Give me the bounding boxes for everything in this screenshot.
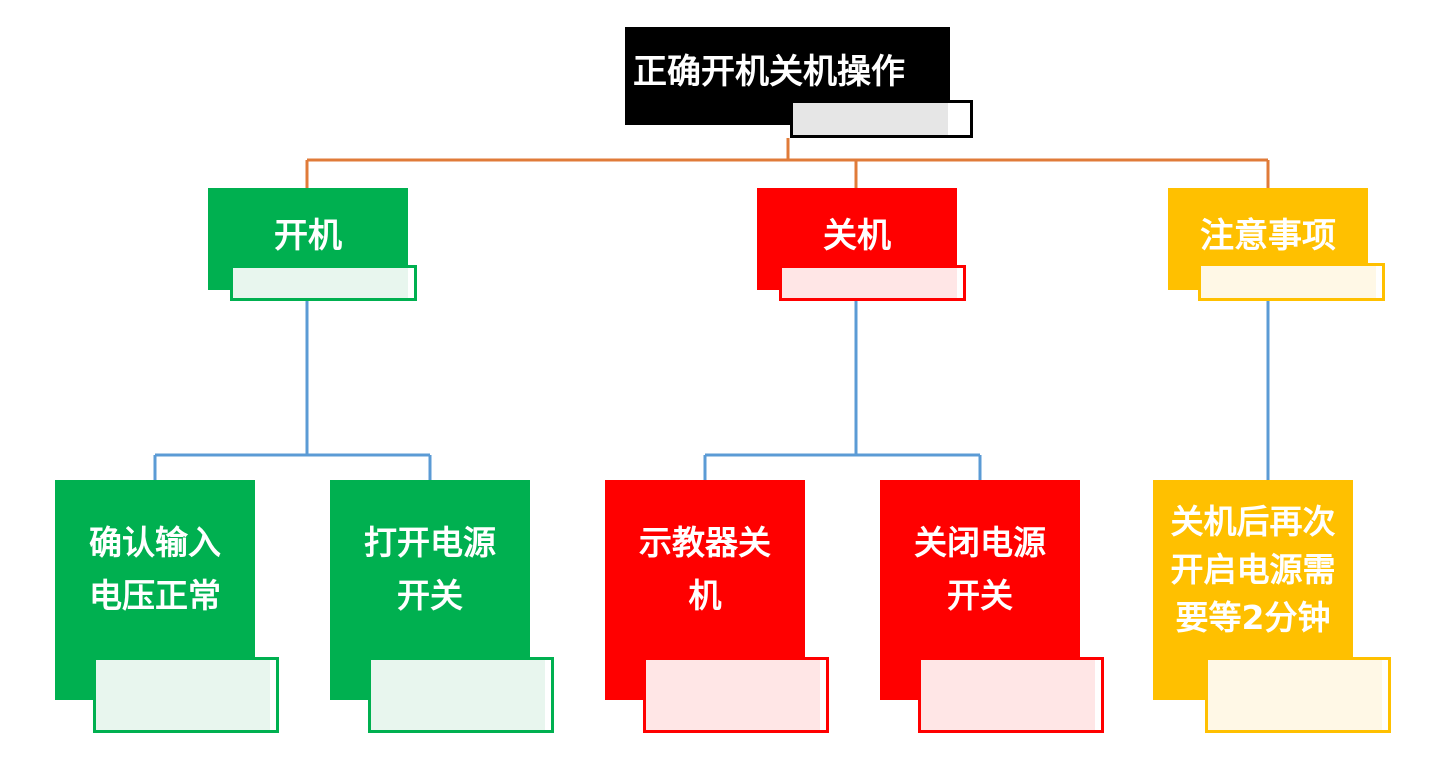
power-on-label: 开机 (274, 215, 342, 256)
power-on-label-plate (230, 265, 417, 301)
notes-label: 注意事项 (1200, 215, 1336, 256)
root-label-plate (790, 100, 973, 138)
power-on-step-1-label-plate (93, 657, 279, 733)
power-off-step-1-label-plate (643, 657, 829, 733)
root-label: 正确开机关机操作 (633, 51, 905, 92)
notes-item-1-label: 关机后再次 开启电源需 要等2分钟 (1170, 502, 1336, 637)
power-off-label: 关机 (823, 215, 891, 256)
power-off-step-1-label: 示教器关 机 (639, 523, 771, 615)
power-on-step-2-label: 打开电源 开关 (364, 523, 496, 615)
power-on-step-1-label: 确认输入 电压正常 (89, 523, 221, 615)
power-on-step-2-node: 打开电源 开关 (330, 480, 530, 700)
power-off-label-plate (779, 265, 966, 301)
notes-label-plate (1198, 263, 1385, 301)
notes-item-1-label-plate (1205, 657, 1391, 733)
power-off-step-2-label: 关闭电源 开关 (914, 523, 1046, 615)
power-off-step-2-label-plate (918, 657, 1104, 733)
power-on-step-2-label-plate (368, 657, 554, 733)
